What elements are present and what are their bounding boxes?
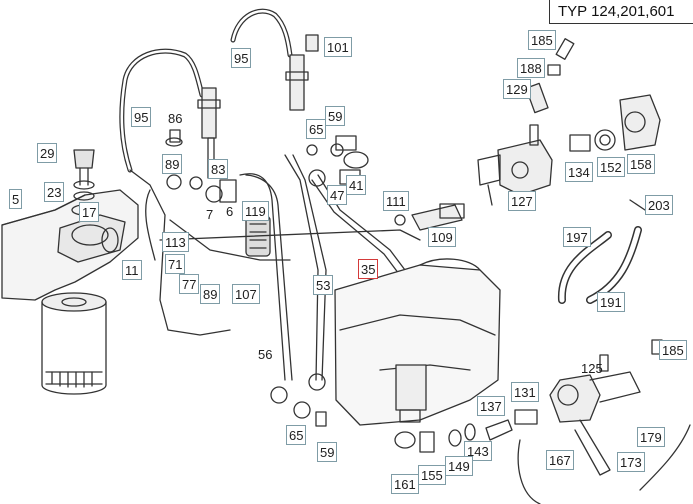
callout-23[interactable]: 23 [44, 182, 65, 202]
callout-59[interactable]: 59 [317, 442, 338, 462]
injection-pump-drawing [159, 229, 501, 426]
callout-35-highlighted[interactable]: 35 [358, 259, 379, 279]
callout-158[interactable]: 158 [627, 154, 655, 174]
label-6: 6 [226, 204, 234, 219]
callout-152[interactable]: 152 [597, 157, 625, 177]
label-125: 125 [581, 361, 603, 376]
fuel-lines-drawing [119, 8, 293, 336]
callout-65[interactable]: 65 [306, 119, 327, 139]
callout-59[interactable]: 59 [325, 106, 346, 126]
callout-131[interactable]: 131 [511, 382, 539, 402]
callout-179[interactable]: 179 [637, 427, 665, 447]
fitting-109-drawing [394, 203, 465, 231]
callout-109[interactable]: 109 [428, 227, 456, 247]
label-7: 7 [206, 207, 214, 222]
filter-cartridge-drawing [41, 292, 107, 395]
lower-parts-drawing [293, 401, 538, 453]
callout-71[interactable]: 71 [165, 254, 186, 274]
callout-161[interactable]: 161 [391, 474, 419, 494]
callout-129[interactable]: 129 [503, 79, 531, 99]
callout-11[interactable]: 11 [122, 260, 142, 280]
callout-185[interactable]: 185 [528, 30, 556, 50]
type-label: TYP 124,201,601 [549, 0, 693, 24]
callout-101[interactable]: 101 [324, 37, 352, 57]
callout-83[interactable]: 83 [208, 159, 229, 179]
callout-173[interactable]: 173 [617, 452, 645, 472]
label-86: 86 [168, 111, 183, 126]
callout-203[interactable]: 203 [645, 195, 673, 215]
valve-assembly-drawing [477, 38, 661, 211]
label-56: 56 [258, 347, 273, 362]
callout-149[interactable]: 149 [445, 456, 473, 476]
callout-53[interactable]: 53 [313, 275, 334, 295]
callout-29[interactable]: 29 [37, 143, 58, 163]
callout-191[interactable]: 191 [597, 292, 625, 312]
callout-111[interactable]: 111 [383, 191, 409, 211]
callout-137[interactable]: 137 [477, 396, 505, 416]
callout-197[interactable]: 197 [563, 227, 591, 247]
callout-127[interactable]: 127 [508, 191, 536, 211]
callout-89[interactable]: 89 [200, 284, 221, 304]
callout-95[interactable]: 95 [131, 107, 152, 127]
callout-185[interactable]: 185 [659, 340, 687, 360]
callout-47[interactable]: 47 [327, 185, 348, 205]
callout-155[interactable]: 155 [418, 465, 446, 485]
filter-housing-drawing [1, 149, 139, 301]
callout-17[interactable]: 17 [79, 202, 100, 222]
callout-65[interactable]: 65 [286, 425, 307, 445]
callout-107[interactable]: 107 [232, 284, 260, 304]
callout-95[interactable]: 95 [231, 48, 252, 68]
callout-113[interactable]: 113 [162, 232, 189, 252]
callout-167[interactable]: 167 [546, 450, 574, 470]
callout-89[interactable]: 89 [162, 154, 183, 174]
callout-41[interactable]: 41 [346, 175, 367, 195]
callout-5[interactable]: 5 [9, 189, 23, 209]
callout-134[interactable]: 134 [565, 162, 593, 182]
lower-valve-drawing [517, 339, 691, 504]
callout-188[interactable]: 188 [517, 58, 545, 78]
callout-119[interactable]: 119 [242, 201, 269, 221]
callout-77[interactable]: 77 [179, 274, 200, 294]
